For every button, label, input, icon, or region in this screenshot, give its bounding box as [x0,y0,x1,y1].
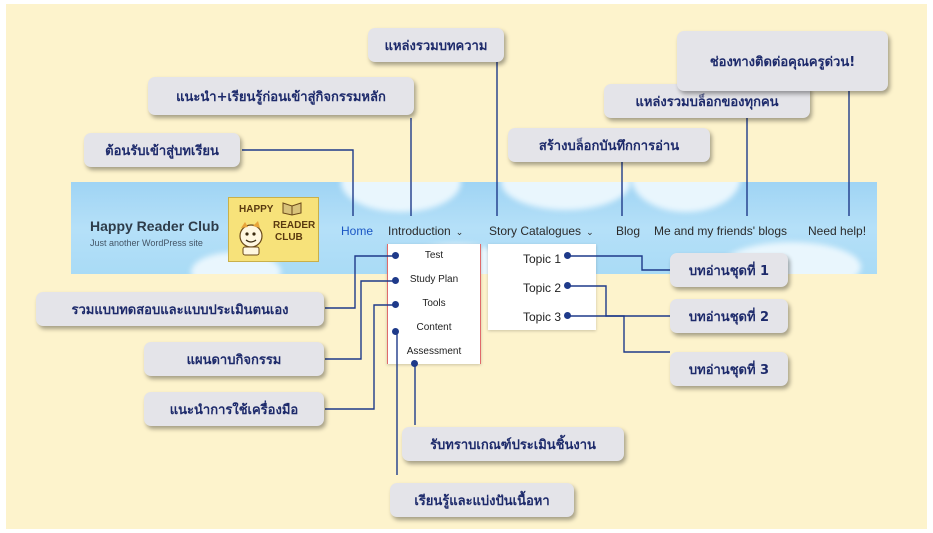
introduction-dropdown: Test Study Plan Tools Content Assessment [387,244,481,364]
menu-item-topic-2[interactable]: Topic 2 [522,281,562,295]
book-icon [282,202,302,216]
callout-content: เรียนรู้และแบ่งปันเนื้อหา [390,483,574,517]
marker-dot [564,282,571,289]
site-tagline: Just another WordPress site [90,238,203,248]
nav-friends-blogs[interactable]: Me and my friends' blogs [654,224,788,238]
nav-story-catalogues[interactable]: Story Catalogues ⌄ [489,224,594,238]
nav-need-help[interactable]: Need help! [808,224,867,238]
nav-introduction-label: Introduction [388,224,451,238]
story-catalogues-dropdown: Topic 1 Topic 2 Topic 3 [488,244,596,330]
chevron-down-icon: ⌄ [586,227,594,237]
callout-create-blog: สร้างบล็อกบันทึกการอ่าน [508,128,710,162]
menu-item-test[interactable]: Test [424,250,444,261]
marker-dot [411,360,418,367]
menu-item-tools[interactable]: Tools [422,298,446,309]
callout-articles: แหล่งรวมบทความ [368,28,504,62]
connector-lines [242,60,850,475]
chevron-down-icon: ⌄ [455,227,464,237]
site-title[interactable]: Happy Reader Club [90,218,220,234]
marker-dot [392,252,399,259]
connector-tools [325,304,395,410]
nav-home[interactable]: Home [341,224,374,238]
marker-dot [392,301,399,308]
diagram-canvas: Happy Reader Club Just another WordPress… [6,4,927,529]
connector-welcome [242,149,354,216]
logo-text-club: CLUB [275,232,303,243]
nav-blog[interactable]: Blog [616,224,641,238]
menu-item-assessment[interactable]: Assessment [406,346,462,357]
marker-dot [564,312,571,319]
marker-dot [564,252,571,259]
logo-text-reader: READER [273,220,316,231]
marker-dot [392,277,399,284]
connector-topic3 [568,315,670,353]
callout-welcome: ต้อนรับเข้าสู่บทเรียน [84,133,240,167]
site-logo[interactable]: HAPPY READER CLUB [228,197,319,262]
callout-topic-1: บทอ่านชุดที่ 1 [670,253,788,287]
callout-topic-3: บทอ่านชุดที่ 3 [670,352,788,386]
connector-topic2 [568,285,670,317]
callout-study-plan: แผนดาบกิจกรรม [144,342,324,376]
menu-item-content[interactable]: Content [416,322,452,333]
connector-plan [325,280,395,360]
callout-tools: แนะนำการใช้เครื่องมือ [144,392,324,426]
callout-topic-2: บทอ่านชุดที่ 2 [670,299,788,333]
callout-assessment: รับทราบเกณฑ์ประเมินชิ้นงาน [402,427,624,461]
menu-item-study-plan[interactable]: Study Plan [409,274,459,285]
connector-test [325,255,395,309]
callout-introduction: แนะนำ+เรียนรู้ก่อนเข้าสู่กิจกรรมหลัก [148,77,414,115]
mascot-icon [239,221,263,256]
connector-topic1 [568,255,670,271]
nav-introduction[interactable]: Introduction ⌄ [388,224,463,238]
nav-story-catalogues-label: Story Catalogues [489,224,582,238]
callout-test: รวมแบบทดสอบและแบบประเมินตนเอง [36,292,324,326]
callout-contact: ช่องทางติดต่อคุณครูด่วน! [677,31,888,91]
logo-text-happy: HAPPY [239,204,274,215]
menu-item-topic-1[interactable]: Topic 1 [522,252,562,266]
menu-item-topic-3[interactable]: Topic 3 [522,310,562,324]
marker-dot [392,328,399,335]
